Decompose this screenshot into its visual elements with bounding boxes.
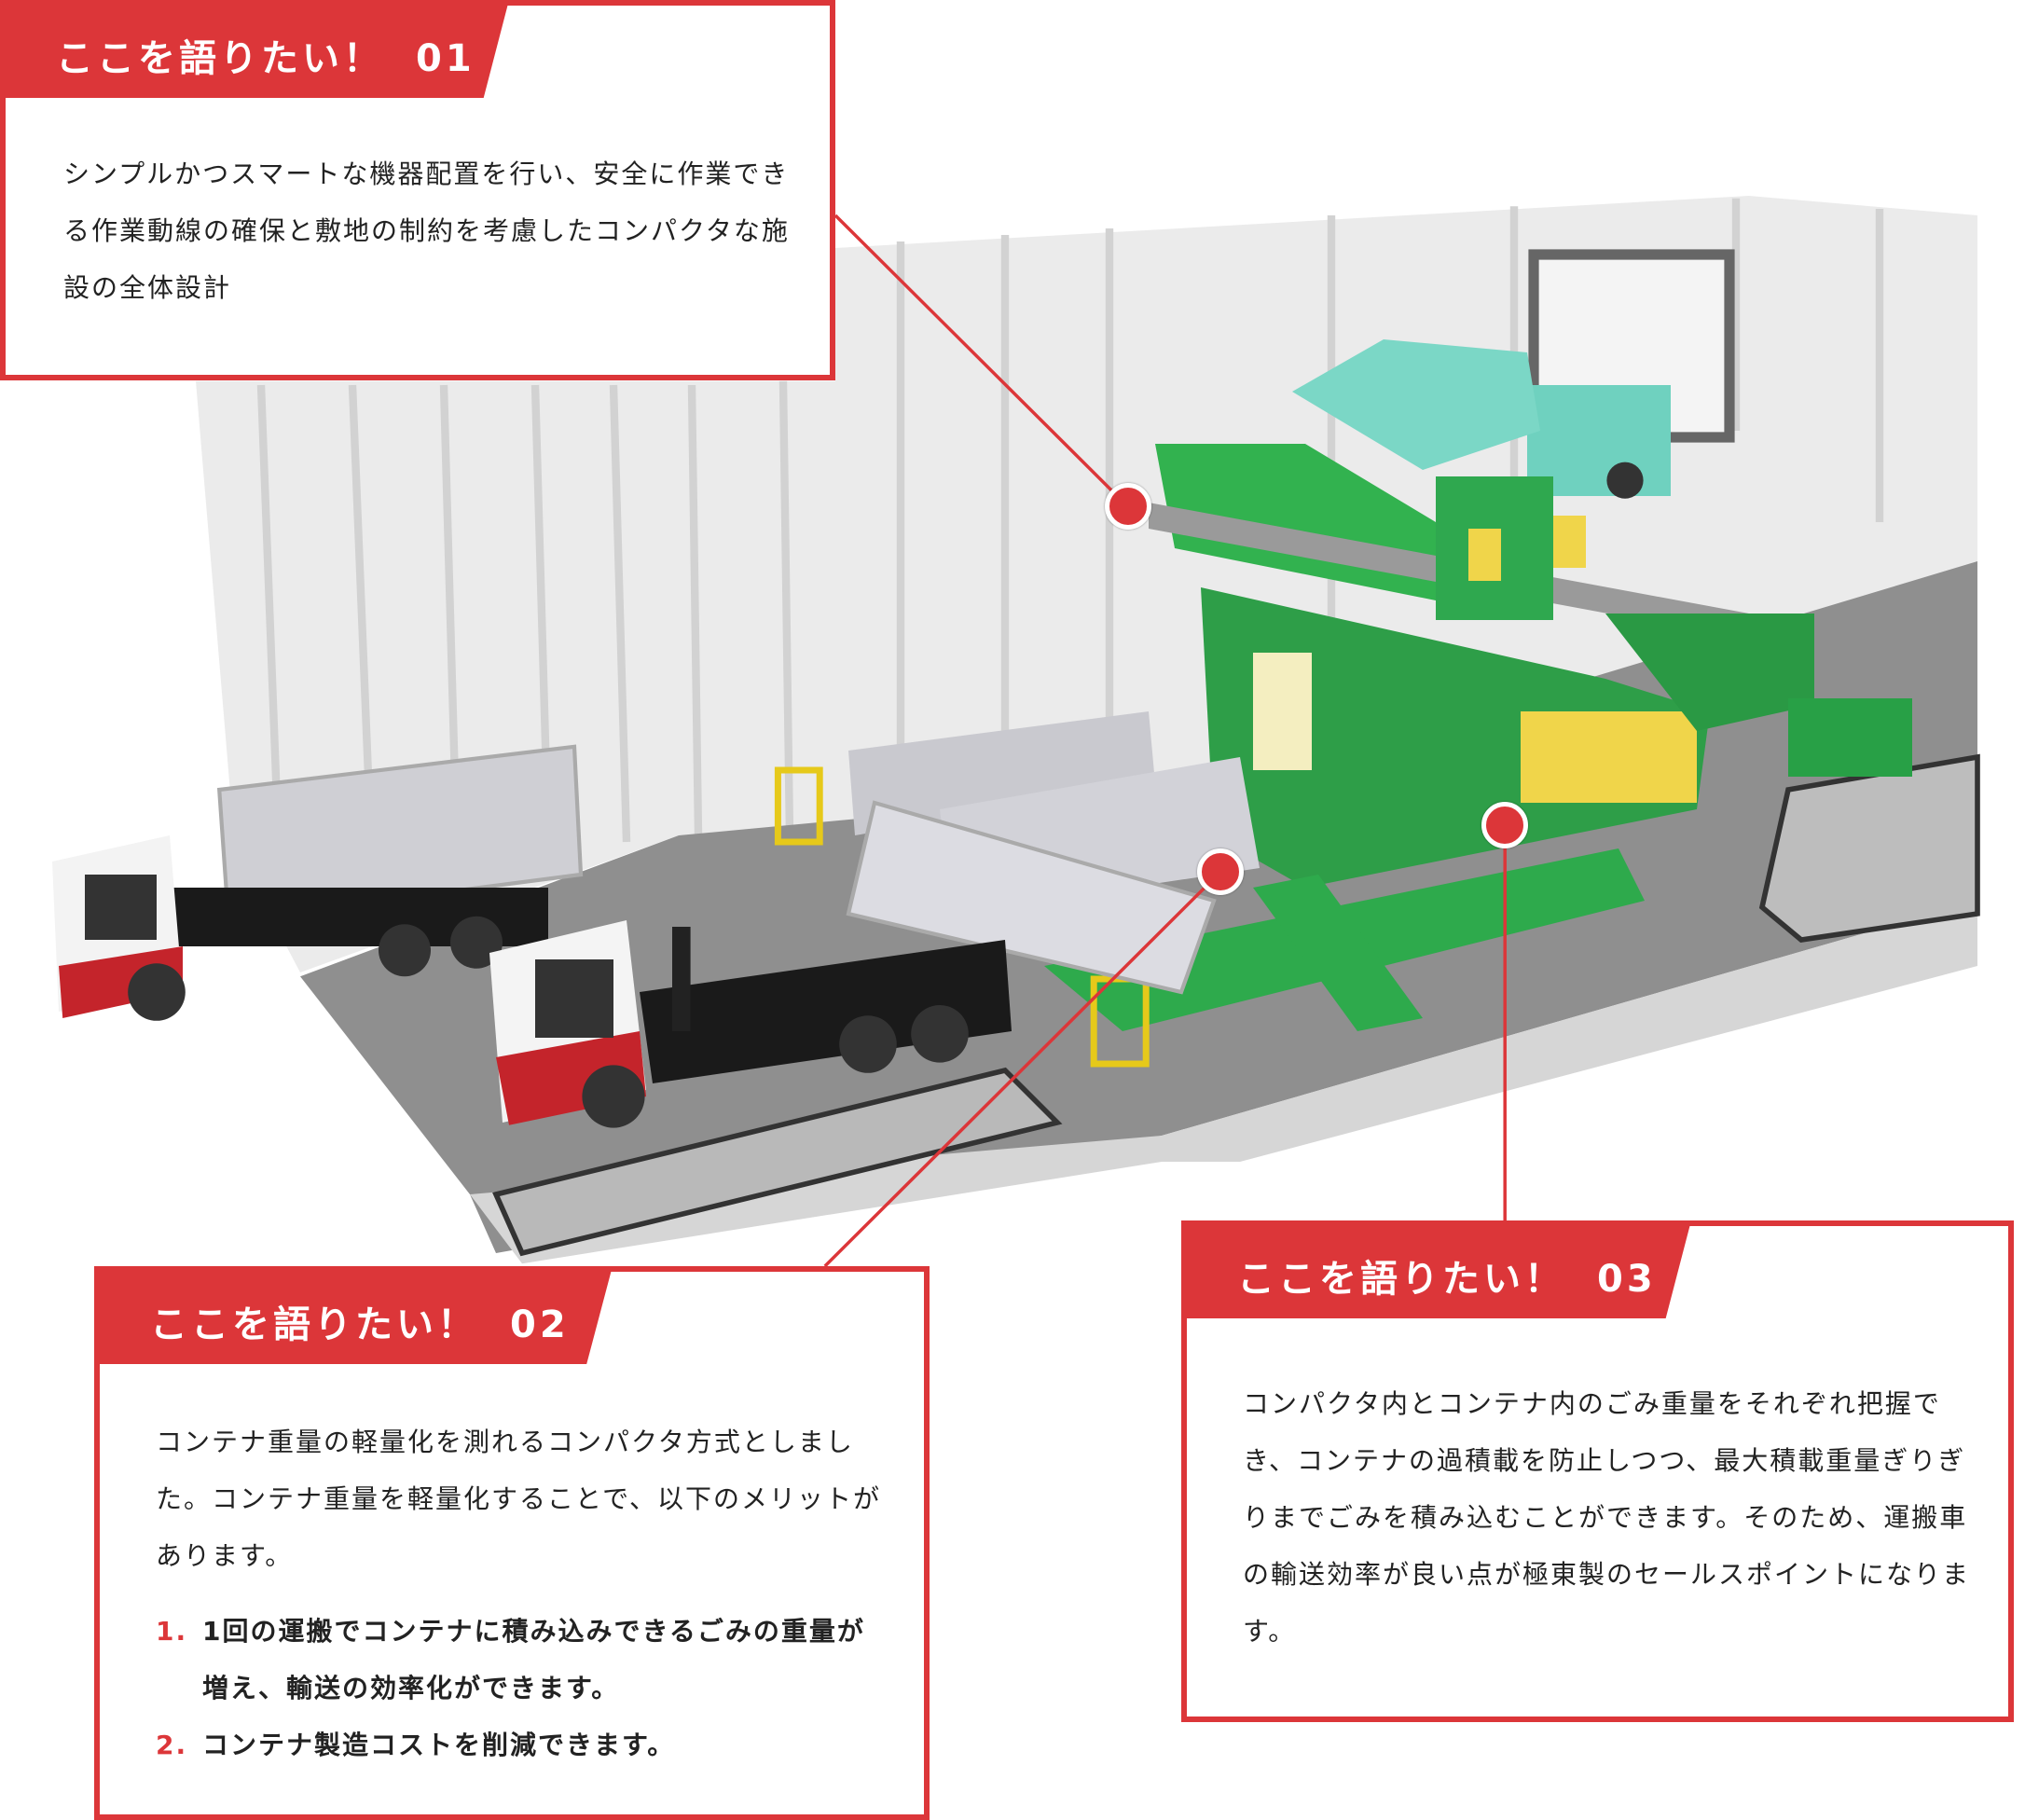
hotspot-03[interactable] xyxy=(1481,802,1528,848)
callout-03-title: ここを語りたい！ 03 xyxy=(1237,1248,1657,1303)
merit-text: 1回の運搬でコンテナに積み込みできるごみの重量が増え、輸送の効率化ができます。 xyxy=(202,1616,865,1703)
truck-front xyxy=(489,920,1012,1128)
side-pits xyxy=(1758,753,1980,943)
callout-03-text: コンパクタ内とコンテナ内のごみ重量をそれぞれ把握でき、コンテナの過積載を防止しつ… xyxy=(1243,1388,1971,1647)
callout-02-text: コンテナ重量の軽量化を測れるコンパクタ方式としました。コンテナ重量を軽量化するこ… xyxy=(156,1427,882,1571)
callout-01-header: ここを語りたい！ 01 xyxy=(0,0,509,98)
callout-03-body: コンパクタ内とコンテナ内のごみ重量をそれぞれ把握でき、コンテナの過積載を防止しつ… xyxy=(1243,1375,1979,1660)
hotspot-01[interactable] xyxy=(1105,483,1151,530)
merit-list: 1. 1回の運搬でコンテナに積み込みできるごみの重量が増え、輸送の効率化ができます… xyxy=(156,1603,883,1773)
compactor-machine xyxy=(774,444,1912,1068)
callout-heading: ここを語りたい！ xyxy=(1237,1258,1565,1301)
callout-01-title: ここを語りたい！ 01 xyxy=(56,28,475,82)
callout-number: 01 xyxy=(416,37,475,80)
hotspot-02[interactable] xyxy=(1197,848,1244,895)
callout-01: ここを語りたい！ 01 シンプルかつスマートな機器配置を行い、安全に作業できる作業… xyxy=(0,0,835,380)
callout-02-body: コンテナ重量の軽量化を測れるコンパクタ方式としました。コンテナ重量を軽量化するこ… xyxy=(156,1413,883,1773)
callout-number: 02 xyxy=(510,1303,570,1346)
callout-heading: ここを語りたい！ xyxy=(56,37,384,80)
merit-text: コンテナ製造コストを削減できます。 xyxy=(202,1730,676,1760)
leader-lines xyxy=(823,214,1507,1268)
merit-item: 2. コンテナ製造コストを削減できます。 xyxy=(156,1717,883,1773)
callout-01-text: シンプルかつスマートな機器配置を行い、安全に作業できる作業動線の確保と敷地の制約… xyxy=(63,159,790,303)
pit xyxy=(492,1067,1063,1257)
merit-number: 2. xyxy=(156,1730,188,1760)
callout-02-header: ここを語りたい！ 02 xyxy=(94,1266,613,1364)
truck-left xyxy=(52,744,584,1021)
containers xyxy=(846,711,1260,995)
callout-01-body: シンプルかつスマートな機器配置を行い、安全に作業できる作業動線の確保と敷地の制約… xyxy=(63,145,800,316)
merit-item: 1. 1回の運搬でコンテナに積み込みできるごみの重量が増え、輸送の効率化ができます… xyxy=(156,1603,883,1717)
callout-number: 03 xyxy=(1597,1258,1657,1301)
callout-03-header: ここを語りたい！ 03 xyxy=(1181,1220,1691,1318)
callout-02: ここを語りたい！ 02 コンテナ重量の軽量化を測れるコンパクタ方式としました。コン… xyxy=(94,1266,930,1820)
callout-02-title: ここを語りたい！ 02 xyxy=(150,1294,570,1348)
merit-number: 1. xyxy=(156,1616,188,1647)
callout-03: ここを語りたい！ 03 コンパクタ内とコンテナ内のごみ重量をそれぞれ把握でき、コン… xyxy=(1181,1220,2014,1722)
callout-heading: ここを語りたい！ xyxy=(150,1303,478,1346)
